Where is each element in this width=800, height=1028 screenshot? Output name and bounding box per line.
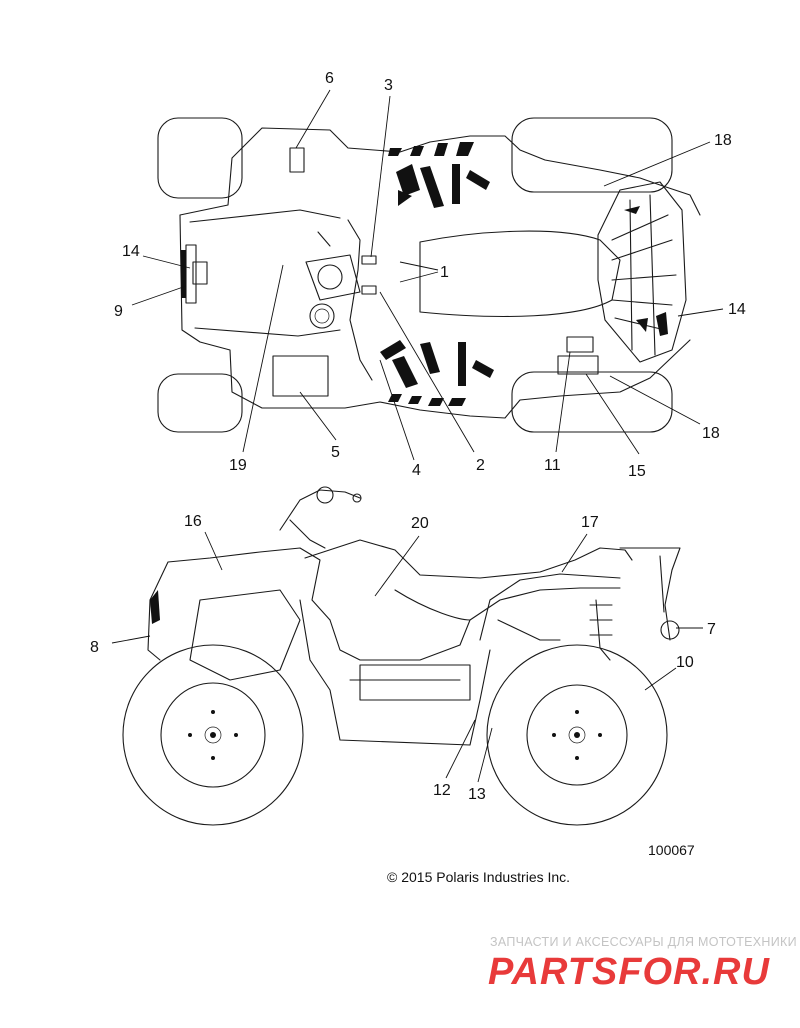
callout-labels: 1 2 3 4 5 6 7 8 9 10 11 12 13 14 14 15 1… xyxy=(90,70,746,803)
callout-18b: 18 xyxy=(702,425,720,442)
callout-4: 4 xyxy=(412,462,421,479)
upper-side-graphics xyxy=(388,142,490,208)
callout-5: 5 xyxy=(331,444,340,461)
callout-10: 10 xyxy=(676,654,694,671)
atv-side-view xyxy=(122,486,681,826)
callout-20: 20 xyxy=(411,515,429,532)
callout-14b: 14 xyxy=(728,301,746,318)
callout-2: 2 xyxy=(476,457,485,474)
callout-15: 15 xyxy=(628,463,646,480)
figure-number: 100067 xyxy=(648,842,695,858)
callout-17: 17 xyxy=(581,514,599,531)
callout-16: 16 xyxy=(184,513,202,530)
callout-14a: 14 xyxy=(122,243,140,260)
watermark-brand: PARTSFOR.RU xyxy=(488,951,770,993)
atv-top-view xyxy=(157,117,701,433)
callout-13: 13 xyxy=(468,786,486,803)
copyright-notice: © 2015 Polaris Industries Inc. xyxy=(387,869,570,885)
callout-19: 19 xyxy=(229,457,247,474)
callout-18a: 18 xyxy=(714,132,732,149)
lower-side-graphics xyxy=(380,340,494,406)
callout-7: 7 xyxy=(707,621,716,638)
watermark-tagline: ЗАПЧАСТИ И АКСЕССУАРЫ ДЛЯ МОТОТЕХНИКИ xyxy=(490,935,797,949)
callout-12: 12 xyxy=(433,782,451,799)
watermark: ЗАПЧАСТИ И АКСЕССУАРЫ ДЛЯ МОТОТЕХНИКИ PA… xyxy=(488,935,797,993)
rear-rack xyxy=(597,181,687,363)
callout-6: 6 xyxy=(325,70,334,87)
callout-8: 8 xyxy=(90,639,99,656)
callout-3: 3 xyxy=(384,77,393,94)
callout-1: 1 xyxy=(440,264,449,281)
callout-11: 11 xyxy=(544,457,561,474)
leader-lines xyxy=(111,89,724,783)
callout-9: 9 xyxy=(114,303,123,320)
